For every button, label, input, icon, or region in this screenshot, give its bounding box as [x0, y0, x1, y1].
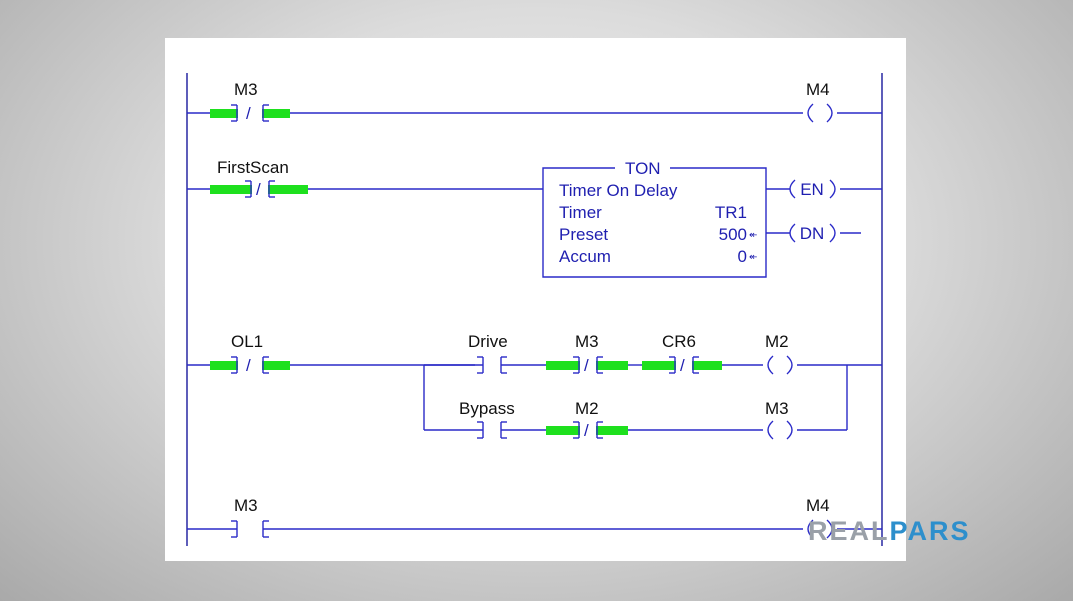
- energized-highlight: [596, 426, 628, 435]
- contact-tag: M3: [234, 80, 258, 99]
- preset-arrow-icon: ↞: [749, 230, 757, 241]
- rung-4: M3 M4: [187, 496, 882, 539]
- en-label: EN: [800, 180, 824, 199]
- coil-m4-rung4[interactable]: M4: [806, 496, 833, 539]
- coil-tag: M4: [806, 80, 830, 99]
- coil-m3[interactable]: M3: [765, 399, 793, 440]
- nc-slash: /: [256, 180, 261, 199]
- contact-m2-nc[interactable]: / M2: [546, 399, 628, 440]
- contact-tag: FirstScan: [217, 158, 289, 177]
- energized-highlight: [262, 361, 290, 370]
- contact-tag: Bypass: [459, 399, 515, 418]
- preset-value: 500: [719, 225, 747, 244]
- accum-label: Accum: [559, 247, 611, 266]
- nc-slash: /: [584, 421, 589, 440]
- accum-arrow-icon: ↞: [749, 252, 757, 263]
- energized-highlight: [596, 361, 628, 370]
- accum-value: 0: [738, 247, 747, 266]
- rung-1: / M3 M4: [187, 80, 882, 123]
- coil-tag: M2: [765, 332, 789, 351]
- coil-tag: M4: [806, 496, 830, 515]
- contact-m3-no[interactable]: M3: [231, 496, 269, 538]
- nc-slash: /: [246, 104, 251, 123]
- nc-slash: /: [584, 356, 589, 375]
- contact-tag: CR6: [662, 332, 696, 351]
- contact-tag: Drive: [468, 332, 508, 351]
- ladder-diagram-panel: / M3 M4 / FirstScan TON Ti: [165, 38, 906, 561]
- nc-slash: /: [680, 356, 685, 375]
- timer-instruction: TON: [625, 159, 661, 178]
- coil-m4[interactable]: M4: [806, 80, 833, 123]
- contact-tag: M3: [234, 496, 258, 515]
- timer-row-value: TR1: [715, 203, 747, 222]
- contact-tag: M3: [575, 332, 599, 351]
- coil-tag: M3: [765, 399, 789, 418]
- logo-part-pars: PARS: [889, 516, 971, 546]
- energized-highlight: [210, 185, 252, 194]
- energized-highlight: [546, 361, 580, 370]
- energized-highlight: [210, 109, 238, 118]
- contact-ol1-nc[interactable]: / OL1: [210, 332, 290, 375]
- energized-highlight: [268, 185, 308, 194]
- timer-dn-output[interactable]: DN: [789, 223, 836, 243]
- contact-tag: OL1: [231, 332, 263, 351]
- energized-highlight: [262, 109, 290, 118]
- energized-highlight: [546, 426, 580, 435]
- contact-cr6-nc[interactable]: / CR6: [642, 332, 722, 375]
- contact-tag: M2: [575, 399, 599, 418]
- preset-label: Preset: [559, 225, 608, 244]
- ton-timer-block[interactable]: TON Timer On Delay Timer TR1 Preset 500 …: [542, 159, 767, 278]
- energized-highlight: [692, 361, 722, 370]
- energized-highlight: [210, 361, 238, 370]
- ladder-diagram: / M3 M4 / FirstScan TON Ti: [186, 73, 883, 546]
- realpars-logo: REALPARS: [808, 516, 971, 547]
- timer-row-label: Timer: [559, 203, 602, 222]
- dn-label: DN: [800, 224, 825, 243]
- contact-firstscan-nc[interactable]: / FirstScan: [210, 158, 308, 199]
- energized-highlight: [642, 361, 676, 370]
- contact-m3-nc-branch[interactable]: / M3: [546, 332, 628, 375]
- nc-slash: /: [246, 356, 251, 375]
- contact-m3-nc[interactable]: / M3: [210, 80, 290, 123]
- rung-3: / OL1 Drive / M3: [187, 332, 882, 440]
- logo-part-real: REAL: [808, 516, 890, 546]
- coil-m2[interactable]: M2: [765, 332, 793, 375]
- timer-en-output[interactable]: EN: [789, 179, 836, 199]
- rung-2: / FirstScan TON Timer On Delay Timer TR1…: [187, 158, 882, 278]
- timer-description: Timer On Delay: [559, 181, 678, 200]
- contact-bypass-no[interactable]: Bypass: [459, 399, 515, 439]
- contact-drive-no[interactable]: Drive: [468, 332, 508, 374]
